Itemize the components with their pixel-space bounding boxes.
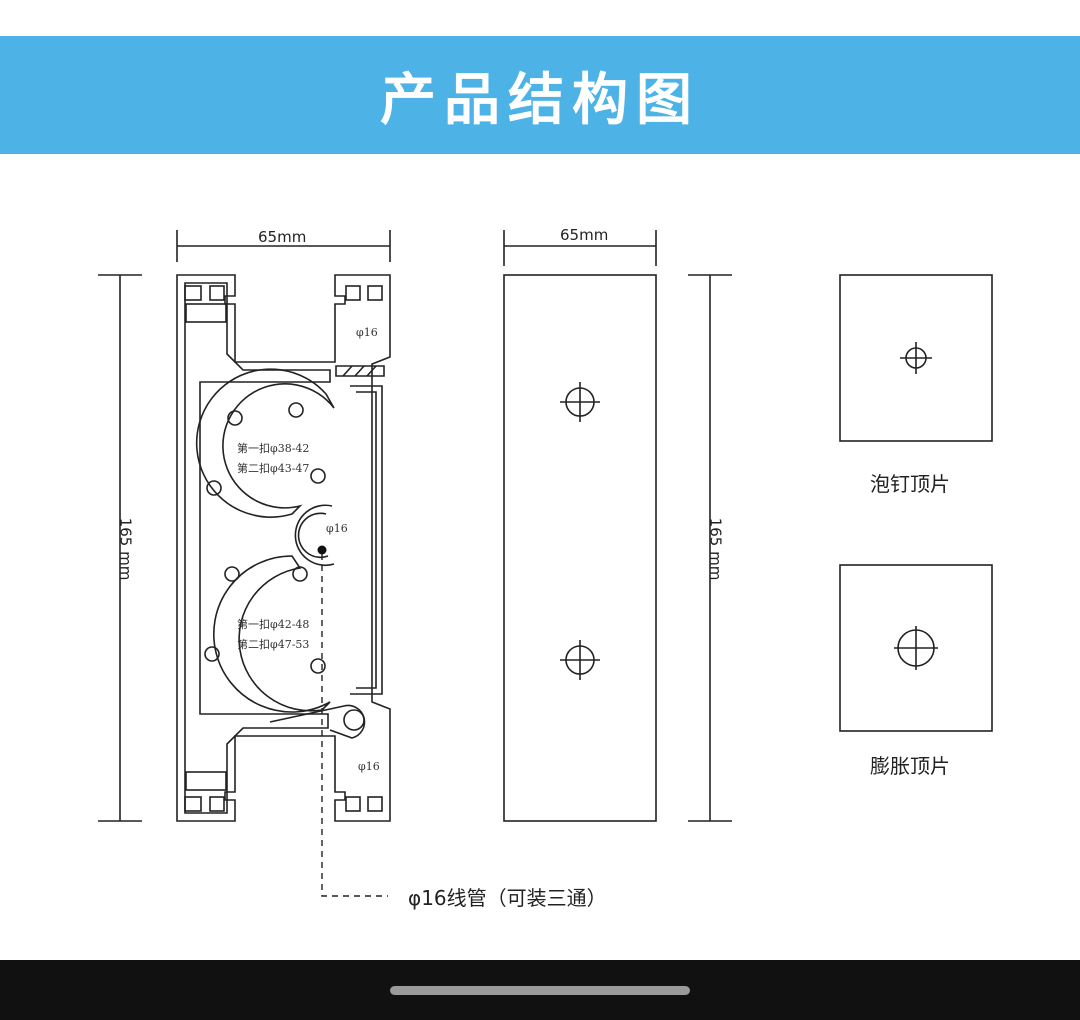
upper-clip-line-1: 第一扣φ38-42 (237, 442, 310, 455)
title-banner: 产品结构图 (0, 36, 1080, 154)
foam-nail-plate-hole (900, 342, 932, 374)
upper-clip-line-2: 第二扣φ43-47 (237, 462, 310, 475)
expansion-plate-hole (894, 626, 938, 670)
phi-top-label: φ16 (356, 326, 378, 339)
pipe-callout-leader (317, 545, 388, 897)
phi-bottom-label: φ16 (358, 760, 380, 773)
side-view-hole-bottom (560, 640, 600, 680)
side-view-hole-top (560, 382, 600, 422)
side-view-width-label: 65mm (560, 226, 609, 244)
side-view-height-dimension (688, 274, 732, 822)
lower-clip-line-2: 第二扣φ47-53 (237, 638, 310, 651)
expansion-plate-label: 膨胀顶片 (870, 754, 950, 778)
side-view-rectangle (503, 274, 657, 822)
structure-drawing: 65mm 165 mm φ16 第一扣φ38-42 第二扣φ43-47 φ16 … (0, 154, 1080, 960)
profile-height-label: 165 mm (116, 517, 135, 581)
phi-mid-label: φ16 (326, 522, 348, 535)
side-view-height-label: 165 mm (706, 517, 725, 581)
top-margin (0, 0, 1080, 36)
expansion-plate (839, 564, 993, 732)
pipe-callout-label: φ16线管（可装三通） (408, 886, 607, 910)
drawing-svg (98, 230, 993, 897)
lower-clip-line-1: 第一扣φ42-48 (237, 618, 310, 631)
page-title: 产品结构图 (380, 67, 700, 133)
system-navigation-bar (0, 960, 1080, 1020)
foam-nail-plate (839, 274, 993, 442)
profile-cross-section (176, 274, 391, 822)
home-indicator[interactable] (390, 986, 690, 995)
profile-height-dimension (98, 274, 142, 822)
foam-nail-plate-label: 泡钉顶片 (870, 472, 950, 496)
profile-width-dimension (176, 230, 391, 262)
profile-width-label: 65mm (258, 228, 307, 246)
side-view-width-dimension (503, 230, 657, 266)
